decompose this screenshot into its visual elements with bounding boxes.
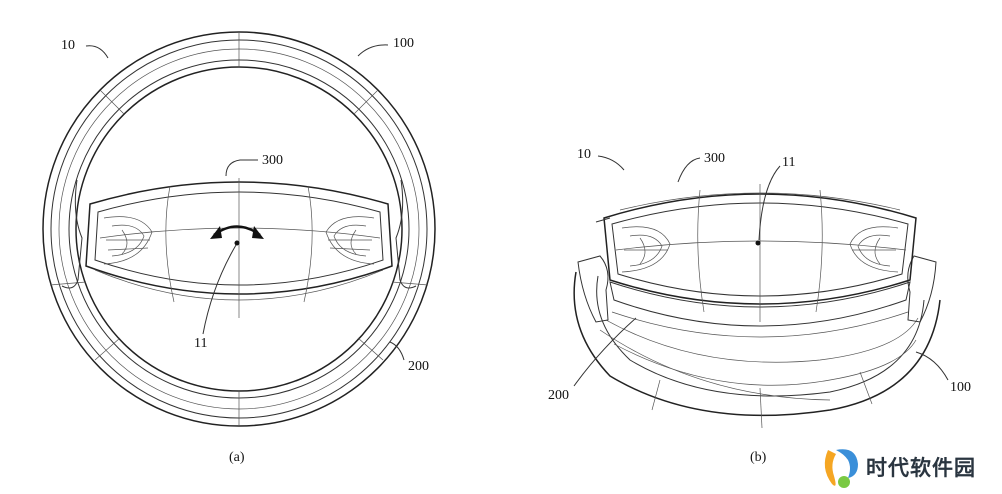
rim-b-seg-mid [759,387,763,429]
watermark-logo-icon [824,449,858,488]
caption-b: (b) [750,450,767,465]
leader-11-b [758,165,781,241]
leader-10-a [85,45,109,59]
rim-seg-left-lo [49,281,87,286]
figure-a-drawing [42,31,436,427]
rotation-arrowhead-right [252,226,264,239]
label-300-b: 300 [704,151,725,166]
hub-b-inner [611,202,909,297]
leader-200-b [573,317,637,387]
rim-seg-right-lo [391,281,429,286]
label-200-a: 200 [408,359,429,374]
leader-100-a [357,44,389,57]
label-200-b: 200 [548,388,569,403]
label-100-a: 100 [393,36,414,51]
label-300-a: 300 [262,153,283,168]
watermark-text: 时代软件园 [866,456,976,480]
hub-b-tab [595,217,611,223]
leader-10-b [597,155,625,171]
rim-b-right-cap [907,255,937,323]
rim-b-left-cap [577,255,609,323]
hub-b-grid-2 [815,189,823,313]
rim-seg-ur [353,89,379,115]
hub-centerline-h [99,227,381,239]
watermark: 时代软件园 [818,444,998,490]
hub-b-outer [603,193,917,305]
hub-grid-2 [303,185,313,303]
leader-100-b [915,351,949,381]
label-100-b: 100 [950,380,971,395]
label-11-b: 11 [782,155,796,170]
leader-11-a [202,244,237,335]
center-point-b [755,240,761,246]
rotation-arrowhead-left [210,226,222,239]
rim-b-inner [596,275,925,397]
leader-300-b [677,157,701,183]
leader-200-a [389,341,405,361]
rim-b-seg-right [859,371,873,405]
label-11-a: 11 [194,336,208,351]
spoke-left [61,179,83,289]
rim-b-band-1 [605,317,919,363]
hub-b-centerline-h [615,240,907,251]
leader-300-a [225,159,258,177]
spoke-b-base [609,281,911,327]
rim-seg-ul [99,89,125,115]
label-10-b: 10 [577,147,591,162]
hub-right-detail [325,216,375,265]
rim-b-seg-left [651,379,661,411]
hub-inner [94,191,384,286]
hub-left-detail [103,216,153,265]
label-10-a: 10 [61,38,75,53]
rim-seg-ll [94,337,121,361]
figure-b-drawing [573,155,949,429]
caption-a: (a) [229,450,245,465]
hub-b-grid-1 [697,189,705,313]
hub-b-left-detail [621,226,671,273]
center-point-a [234,240,240,246]
rim-b-band-3 [599,329,831,401]
spoke-b-band [611,311,909,338]
hub-grid-1 [165,185,175,303]
hub-b-right-detail [849,226,899,273]
spoke-right [395,179,417,289]
rim-seg-lr [357,337,384,361]
rim-b-outer [573,271,941,417]
